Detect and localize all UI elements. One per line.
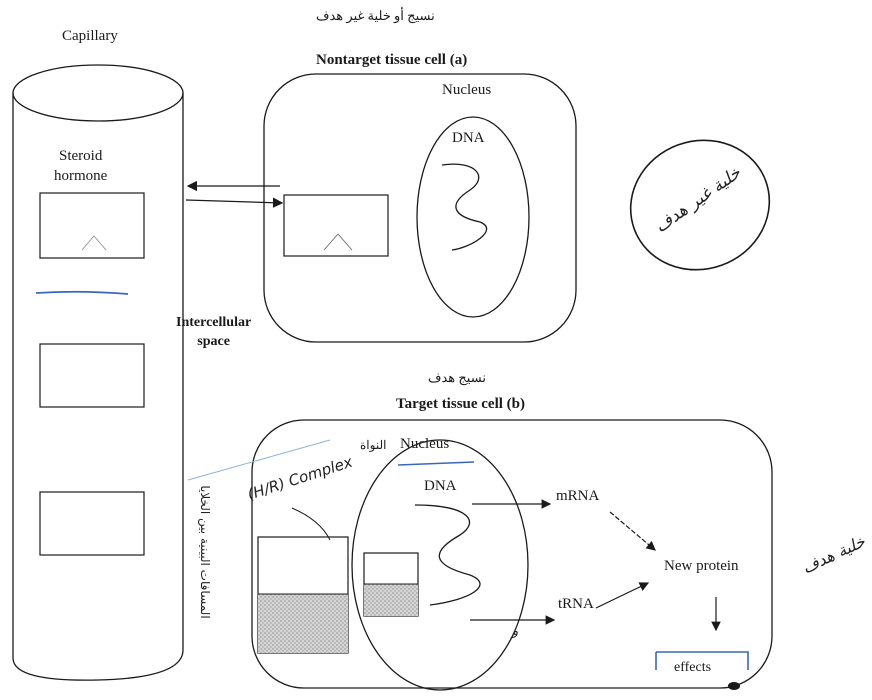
target-nucleus-complex-box: [363, 552, 419, 617]
handwritten-intercellular-arabic: المسافات البينية بين الخلايا: [198, 485, 212, 619]
capillary-hormone-box-3: [39, 491, 145, 556]
intercellular-space-label: Intercellular space: [176, 315, 252, 349]
exchange-arrows: [185, 180, 284, 208]
blue-pen-effects-bracket: [655, 651, 749, 670]
blue-pen-underline: [397, 461, 475, 466]
target-dna-label: DNA: [424, 478, 457, 494]
nontarget-cell: [263, 73, 577, 343]
nontarget-title: Nontarget tissue cell (a): [316, 52, 468, 68]
nontarget-hormone-box: [283, 194, 389, 257]
blue-pen-mark: [35, 290, 129, 295]
handwritten-oval: [629, 139, 771, 271]
handwritten-waw: و: [512, 624, 519, 639]
nontarget-title-arabic: نسيج أو خلية غير هدف: [316, 8, 435, 23]
target-cytoplasm-complex-box: [257, 536, 349, 654]
capillary-cylinder: [12, 64, 184, 681]
target-nucleus-label: Nucleus: [400, 436, 450, 452]
transcription-arrows: [470, 499, 721, 632]
target-nucleus: [351, 439, 529, 691]
new-protein-label: New protein: [664, 558, 739, 574]
ink-blot: [728, 682, 740, 690]
nontarget-dna-strand: [441, 163, 488, 251]
target-title-arabic: نسيج هدف: [428, 370, 486, 385]
capillary-hormone-box-2: [39, 343, 145, 408]
nontarget-dna-label: DNA: [452, 130, 485, 146]
target-title: Target tissue cell (b): [396, 396, 526, 412]
capillary-label: Capillary: [62, 28, 118, 44]
target-dna-strand: [414, 504, 481, 606]
steroid-hormone-label: Steroid hormone: [54, 148, 108, 184]
complex-pointer-line: [291, 507, 331, 541]
mrna-label: mRNA: [556, 488, 600, 504]
capillary-hormone-box-1: [39, 192, 145, 259]
nontarget-nucleus-label: Nucleus: [442, 82, 492, 98]
trna-label: tRNA: [558, 596, 594, 612]
nontarget-nucleus: [416, 116, 530, 318]
target-cell: [251, 419, 773, 689]
blue-pen-diagonal: [187, 439, 331, 481]
target-nucleus-arabic: النواة: [360, 438, 387, 452]
effects-label: effects: [674, 660, 712, 675]
